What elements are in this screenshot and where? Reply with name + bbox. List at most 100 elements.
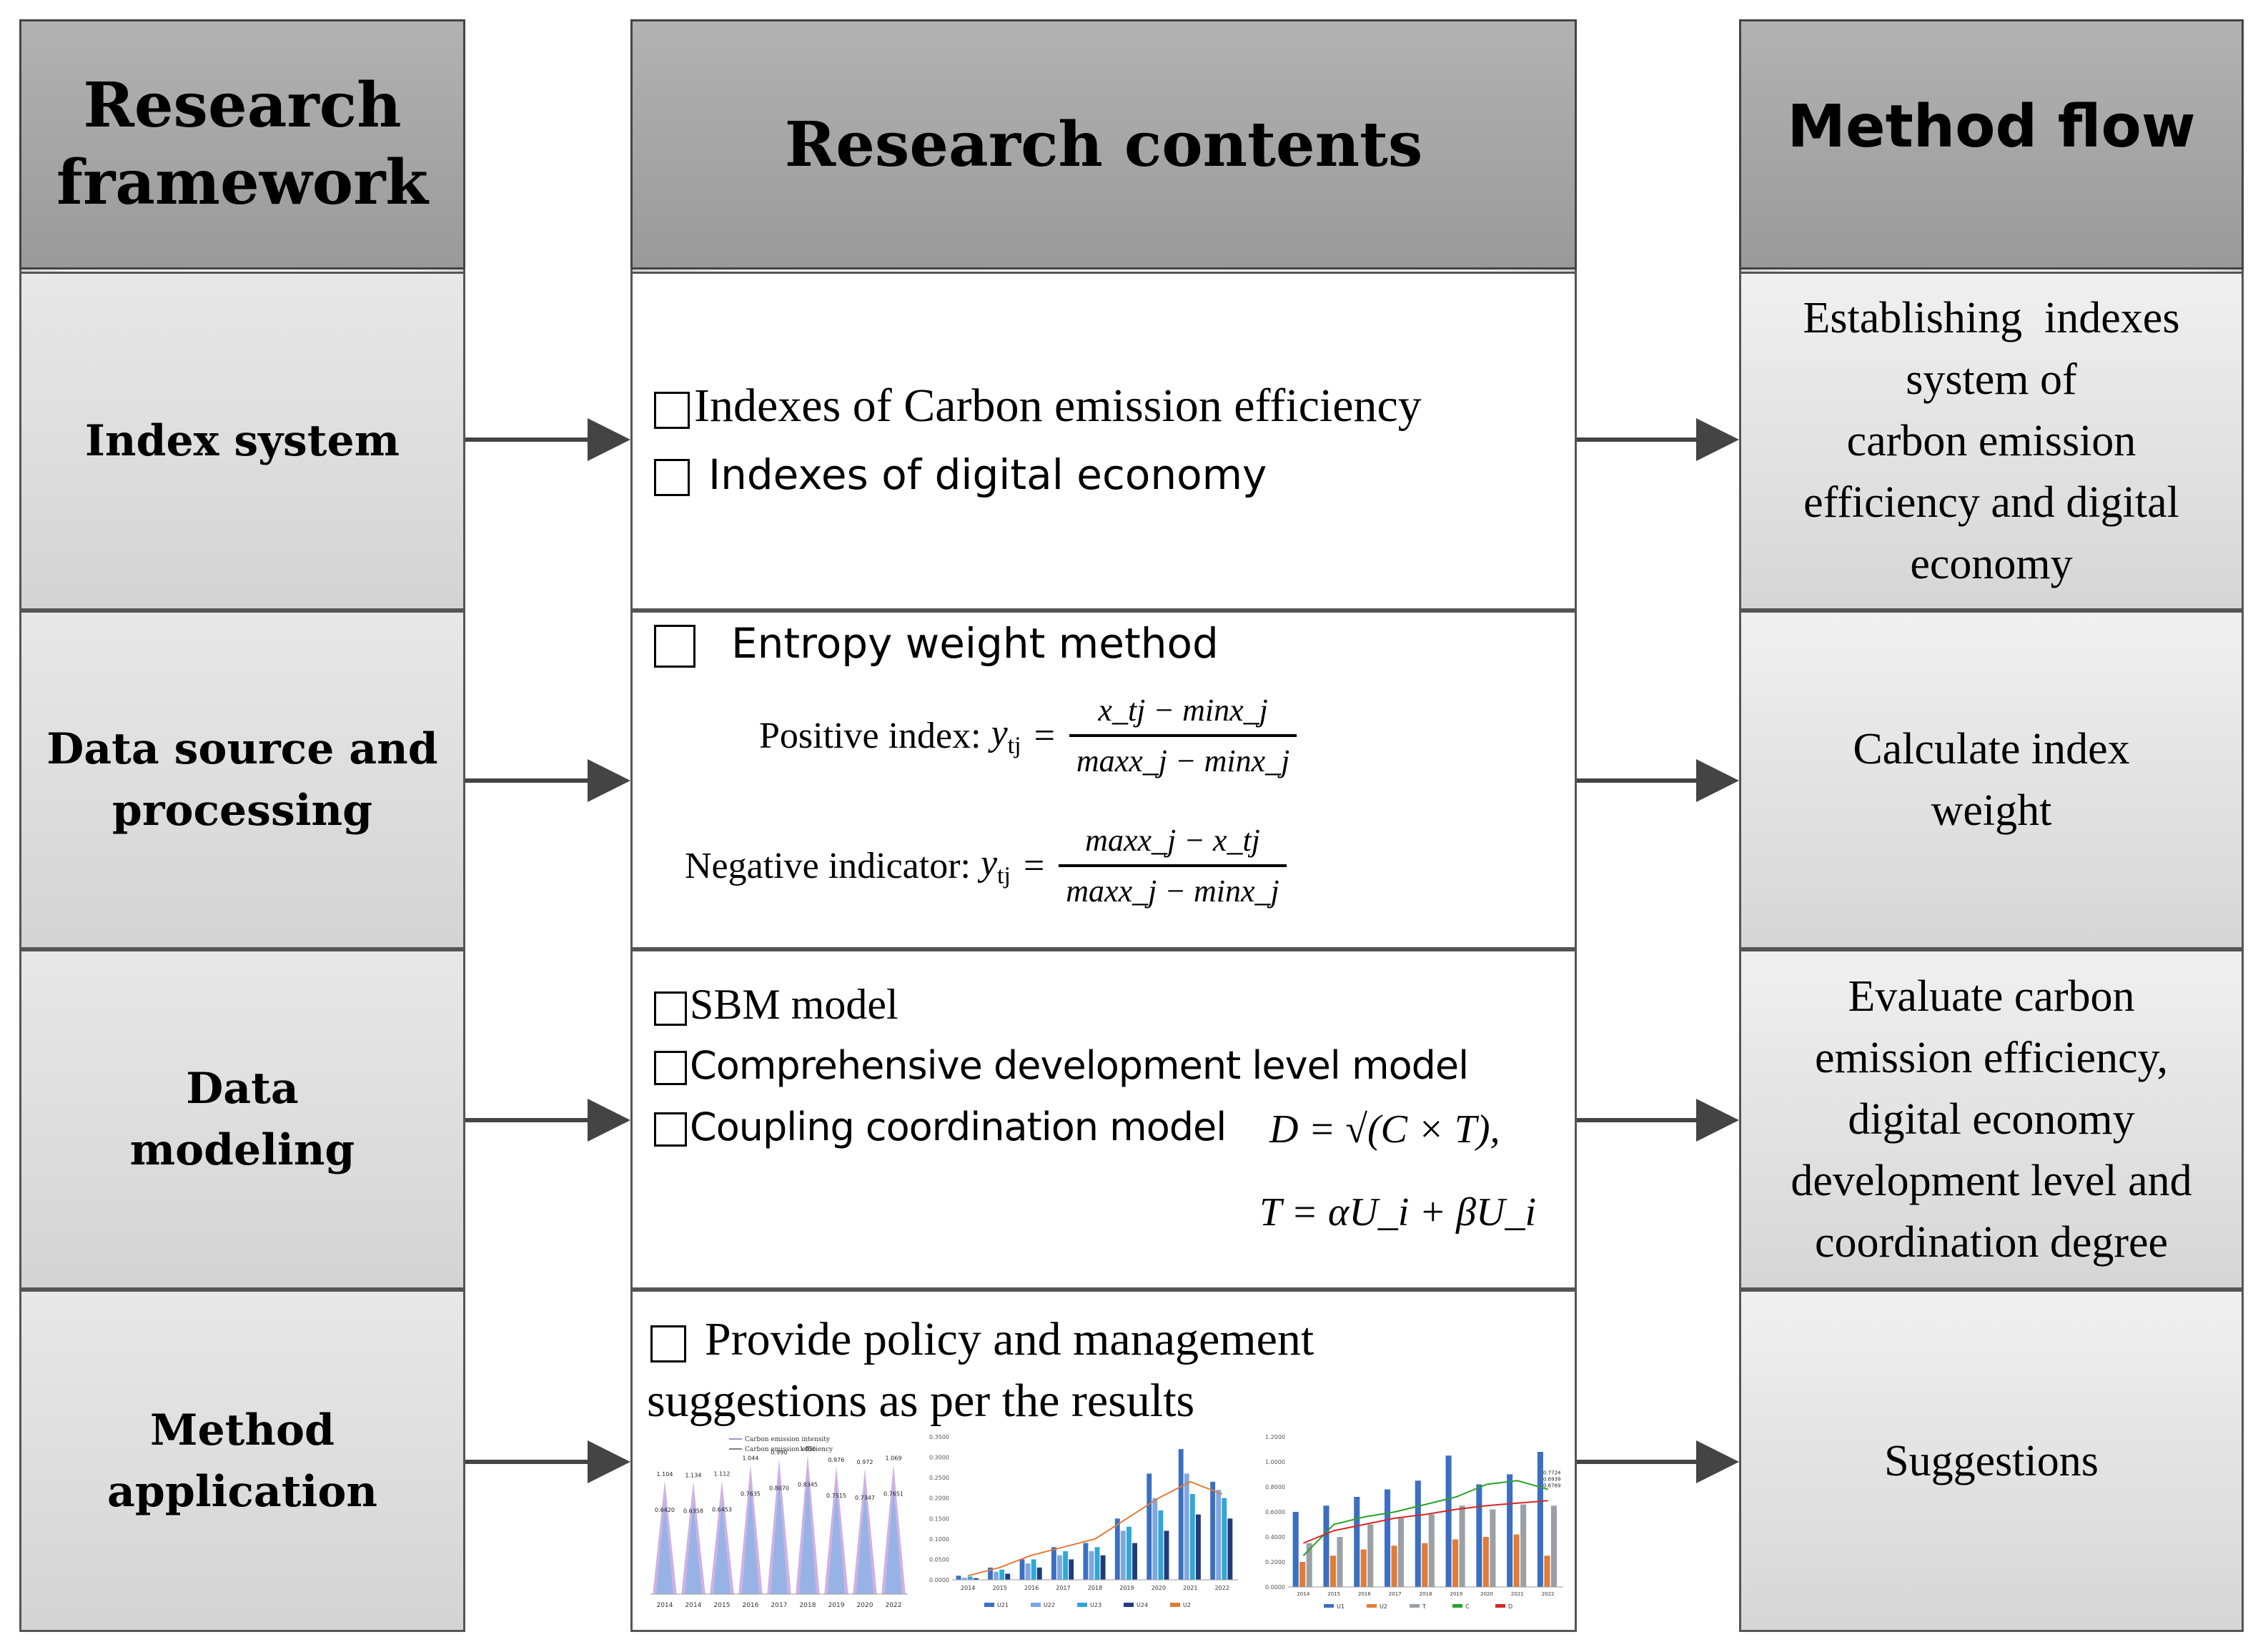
header-research-contents: Research contents — [630, 19, 1577, 269]
thumb-x-tick: 2020 — [1480, 1591, 1493, 1597]
framework-label: Data — [186, 1064, 299, 1114]
thumb-x-tick: 2017 — [1389, 1591, 1402, 1597]
thumb-legend-label: U24 — [1137, 1602, 1148, 1608]
thumb-x-tick: 2014 — [961, 1585, 975, 1591]
content-item: Provide policy and management — [650, 1310, 1314, 1370]
method-line: system of — [1906, 355, 2077, 404]
thumb-bar — [1415, 1480, 1421, 1587]
formula-lhs-sub: tj — [997, 862, 1011, 889]
method-establishing-indexes: Establishing indexes system of carbon em… — [1739, 272, 2244, 610]
method-evaluate: Evaluate carbon emission efficiency, dig… — [1739, 949, 2244, 1290]
thumb-legend-label: U2 — [1183, 1602, 1191, 1608]
thumb-value-label: 0.6420 — [655, 1507, 675, 1513]
thumb-bar — [1323, 1505, 1329, 1587]
framework-method-application: Method application — [19, 1290, 465, 1632]
formula-denominator: maxx_j − minx_j — [1069, 734, 1297, 779]
thumb-x-tick: 2019 — [828, 1602, 845, 1609]
thumb-legend-label: U22 — [1044, 1602, 1055, 1608]
method-line: emission efficiency, — [1814, 1034, 2169, 1082]
thumb-bar — [1126, 1526, 1132, 1580]
thumb-line — [1303, 1500, 1548, 1544]
positive-index-formula: Positive index: ytj = x_tj − minx_j maxx… — [759, 692, 1297, 779]
thumb-bar — [1459, 1505, 1465, 1587]
thumb-bar — [1210, 1481, 1216, 1580]
thumb-bar — [1178, 1449, 1184, 1580]
thumb-bar — [1147, 1473, 1152, 1580]
thumb-bar — [1019, 1559, 1025, 1580]
content-data-modeling — [630, 949, 1577, 1290]
thumb-x-tick: 2016 — [1358, 1591, 1371, 1597]
content-item: Indexes of Carbon emission efficiency — [654, 377, 1422, 435]
thumb-bar — [1152, 1498, 1158, 1580]
thumb-peak-label: 0.976 — [828, 1457, 845, 1463]
thumb-bar — [1367, 1524, 1374, 1587]
thumb-bar — [1507, 1474, 1513, 1587]
thumb-bar — [1384, 1489, 1391, 1587]
framework-label: Index system — [84, 416, 400, 466]
thumb-legend-swatch — [1124, 1603, 1134, 1607]
framework-label: Data source and — [46, 724, 438, 774]
thumb-bar — [1216, 1490, 1222, 1580]
formula-lhs-sub: tj — [1007, 732, 1021, 759]
thumb-y-tick: 1.0000 — [1265, 1459, 1285, 1465]
thumb-x-tick: 2020 — [1152, 1585, 1166, 1591]
thumb-x-tick: 2022 — [1215, 1585, 1229, 1591]
thumb-legend-label: T — [1422, 1603, 1426, 1610]
thumb-bar — [1306, 1543, 1312, 1587]
thumb-bar — [1100, 1555, 1106, 1580]
thumb-bar — [1360, 1549, 1367, 1587]
thumb-x-tick: 2019 — [1450, 1591, 1462, 1597]
framework-index-system: Index system — [19, 272, 465, 610]
thumb-x-tick: 2020 — [857, 1602, 873, 1609]
thumb-value-label: 0.7635 — [741, 1491, 761, 1498]
thumb-bar — [1036, 1567, 1042, 1580]
thumb-x-tick: 2021 — [1511, 1591, 1524, 1597]
thumb-value-label: 0.6358 — [683, 1508, 703, 1514]
thumb-x-tick: 2018 — [1420, 1591, 1432, 1597]
thumb-legend-label: Carbon emission intensity — [745, 1436, 831, 1443]
method-line: Suggestions — [1884, 1436, 2099, 1485]
thumb-x-tick: 2016 — [1024, 1585, 1039, 1591]
thumb-peak-inner — [713, 1501, 731, 1594]
thumb-legend-swatch — [1367, 1604, 1377, 1608]
method-line: Evaluate carbon — [1848, 972, 2135, 1021]
formula-lhs: y — [980, 842, 998, 884]
thumb-x-tick: 2021 — [1183, 1585, 1197, 1591]
method-line: carbon emission — [1846, 417, 2136, 465]
thumb-x-tick: 2017 — [1056, 1585, 1070, 1591]
thumb-y-tick: 0.3000 — [929, 1455, 949, 1461]
header-research-framework: Research framework — [19, 19, 465, 269]
thumb-peak-inner — [771, 1480, 788, 1594]
thumb-bar — [1222, 1498, 1227, 1580]
thumb-bar — [1164, 1530, 1169, 1580]
thumb-y-tick: 0.1500 — [929, 1515, 949, 1522]
thumb-value-label: 0.8070 — [769, 1485, 789, 1492]
thumb-peak-label: 1.069 — [886, 1455, 902, 1461]
thumb-y-tick: 0.2000 — [1265, 1559, 1285, 1566]
thumb-x-tick: 2016 — [743, 1602, 759, 1609]
checkbox-icon — [654, 624, 695, 668]
thumb-bar — [1114, 1518, 1120, 1580]
thumb-x-tick: 2015 — [714, 1602, 731, 1609]
thumb-bar — [1227, 1518, 1233, 1580]
thumb-bar — [1513, 1534, 1520, 1587]
formula-fraction: x_tj − minx_j maxx_j − minx_j — [1069, 692, 1297, 779]
framework-label: processing — [112, 786, 373, 836]
thumb-peak-label: 0.972 — [857, 1459, 873, 1465]
thumb-bar — [1196, 1514, 1201, 1580]
thumb-legend-swatch — [1324, 1604, 1334, 1608]
thumb-peak-inner — [742, 1485, 759, 1594]
thumb-bar — [1005, 1573, 1011, 1580]
thumb-legend-swatch — [1495, 1604, 1505, 1608]
thumb-bar — [1544, 1555, 1550, 1587]
thumb-legend-swatch — [984, 1603, 994, 1607]
checkbox-icon — [654, 1112, 687, 1147]
thumb-peak-inner — [885, 1485, 902, 1594]
checkbox-icon — [654, 1051, 687, 1086]
thumb-bar — [1337, 1537, 1343, 1587]
thumb-y-tick: 0.0000 — [1265, 1584, 1285, 1591]
content-item: Entropy weight method — [654, 615, 1219, 672]
thumb-y-tick: 0.1000 — [929, 1536, 949, 1543]
method-calculate-weight: Calculate index weight — [1739, 610, 2244, 949]
thumb-bar — [973, 1578, 979, 1580]
